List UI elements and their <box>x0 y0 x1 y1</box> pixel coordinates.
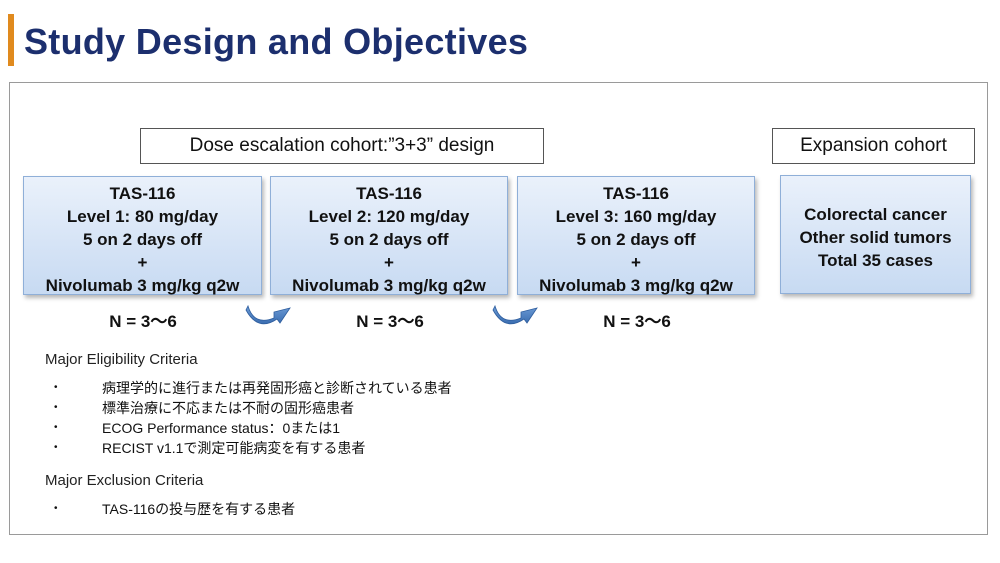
level-2-dose: Level 2: 120 mg/day <box>308 207 470 226</box>
level-2-n-label: N = 3〜6 <box>356 312 424 331</box>
level-2-combo: Nivolumab 3 mg/kg q2w <box>292 276 486 295</box>
level-1-combo: Nivolumab 3 mg/kg q2w <box>45 276 240 295</box>
level-2-schedule: 5 on 2 days off <box>329 230 449 249</box>
level-3-drug: TAS-116 <box>603 184 669 203</box>
level-3-n-label: N = 3〜6 <box>603 312 671 331</box>
expansion-line-2: Other solid tumors <box>799 228 952 247</box>
slide-title: Study Design and Objectives <box>24 21 529 62</box>
bullet-icon: • <box>54 382 58 393</box>
bullet-icon: • <box>54 503 58 514</box>
level-1-n-label: N = 3〜6 <box>109 312 177 331</box>
level-3-schedule: 5 on 2 days off <box>576 230 696 249</box>
level-1-dose: Level 1: 80 mg/day <box>66 207 219 226</box>
bullet-icon: • <box>54 442 58 453</box>
criterion-text: ECOG Performance status：0または1 <box>102 420 341 436</box>
content-frame <box>9 82 988 535</box>
level-3-dose: Level 3: 160 mg/day <box>555 207 717 226</box>
expansion-line-3: Total 35 cases <box>818 251 933 270</box>
curved-arrow-icon <box>492 304 538 325</box>
exclusion-heading: Major Exclusion Criteria <box>45 472 204 489</box>
level-3-combo: Nivolumab 3 mg/kg q2w <box>539 276 733 295</box>
title-accent-bar <box>8 14 14 66</box>
dose-level-3-box: TAS-116 Level 3: 160 mg/day 5 on 2 days … <box>517 176 755 295</box>
expansion-cohort-box: Colorectal cancer Other solid tumors Tot… <box>780 175 971 294</box>
expansion-cohort-header: Expansion cohort <box>772 128 975 164</box>
dose-level-2-box: TAS-116 Level 2: 120 mg/day 5 on 2 days … <box>270 176 508 295</box>
expansion-line-1: Colorectal cancer <box>804 205 947 224</box>
dose-escalation-header: Dose escalation cohort:”3+3” design <box>140 128 544 164</box>
level-1-drug: TAS-116 <box>109 184 176 203</box>
bullet-icon: • <box>54 422 58 433</box>
criterion-text: 病理学的に進行または再発固形癌と診断されている患者 <box>102 380 452 396</box>
criterion-text: 標準治療に不応または不耐の固形癌患者 <box>102 400 354 416</box>
level-2-plus: + <box>384 253 394 272</box>
level-1-plus: + <box>137 253 148 272</box>
level-3-plus: + <box>631 253 641 272</box>
level-2-drug: TAS-116 <box>356 184 422 203</box>
dose-level-1-box: TAS-116 Level 1: 80 mg/day 5 on 2 days o… <box>23 176 262 295</box>
criterion-text: TAS-116の投与歴を有する患者 <box>102 501 296 517</box>
criterion-text: RECIST v1.1で測定可能病変を有する患者 <box>102 440 366 456</box>
curved-arrow-icon <box>245 304 291 325</box>
eligibility-heading: Major Eligibility Criteria <box>45 351 198 368</box>
bullet-icon: • <box>54 402 58 413</box>
level-1-schedule: 5 on 2 days off <box>82 230 203 249</box>
